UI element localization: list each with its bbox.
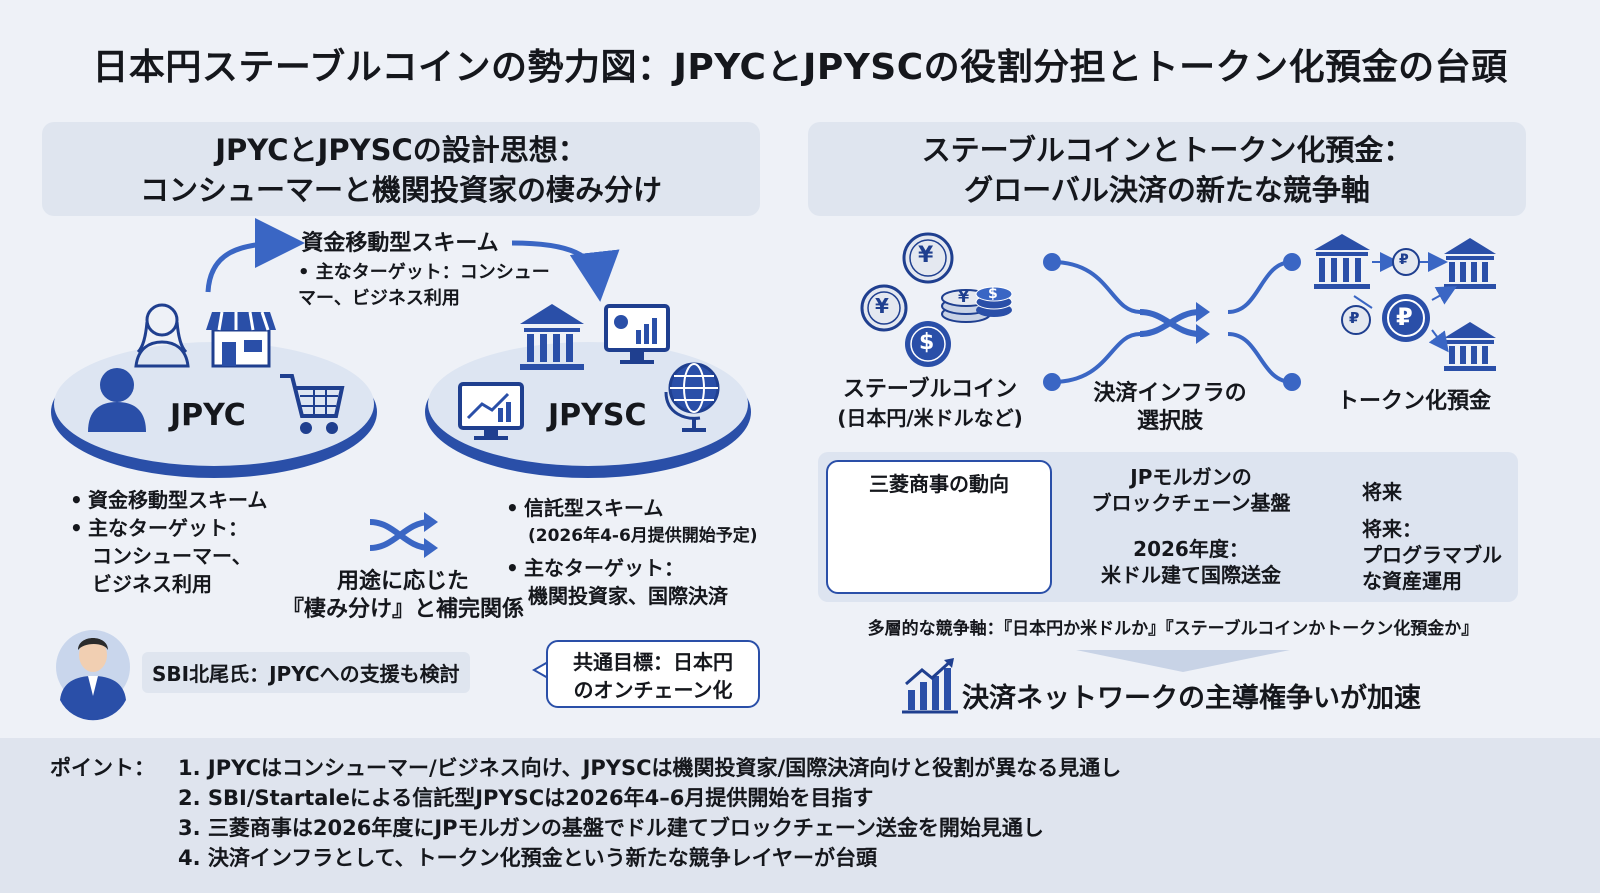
trading-monitor-icon: [458, 382, 524, 440]
page-title: 日本円ステーブルコインの勢力図：JPYCとJPYSCの役割分担とトークン化預金の…: [92, 47, 1508, 88]
jpysc-bullet-scheme: •信託型スキーム: [506, 496, 664, 520]
man-icon: [88, 368, 146, 432]
top-scheme-target-line2: マー、ビジネス利用: [298, 288, 460, 309]
down-arrow-shape: [1076, 650, 1290, 672]
flow-arrow-right: [511, 240, 620, 302]
avatar: [56, 630, 130, 721]
common-goal-bubble: 共通目標：日本円 のオンチェーン化: [546, 640, 760, 708]
left-header-line2: コンシューマーと機関投資家の棲み分け: [139, 173, 662, 207]
coin-yen-2: ¥: [875, 294, 889, 318]
jpyc-bullet-target: •主なターゲット：: [70, 516, 248, 540]
growth-chart-icon: [902, 658, 958, 714]
left-diagram-graphics: [51, 218, 751, 721]
point-3: 3. 三菱商事は2026年度にJPモルガンの基盤でドル建てブロックチェーン送金を…: [178, 816, 1044, 840]
woman-icon: [134, 303, 190, 368]
jpysc-label: JPYSC: [548, 398, 647, 433]
jpysc-target-line2: 機関投資家、国際決済: [528, 584, 728, 608]
shuffle-icon-right: [1139, 302, 1210, 344]
top-scheme-title: 資金移動型スキーム: [301, 231, 499, 256]
right-header-line2: グローバル決済の新たな競争軸: [964, 173, 1370, 207]
jpyc-target-line2: コンシューマー、: [92, 544, 252, 568]
jpyc-target-line3: ビジネス利用: [92, 572, 212, 596]
coin-dollar-1: $: [988, 286, 998, 302]
jpysc-scheme-date: (2026年4-6月提供開始予定): [528, 526, 758, 546]
jpyc-bullets: •資金移動型スキーム •主なターゲット： コンシューマー、 ビジネス利用: [70, 486, 267, 598]
coin-yen-3: ¥: [958, 287, 970, 306]
jpysc-bullet-target: •主なターゲット：: [506, 556, 684, 580]
flow-arrow-left: [205, 218, 305, 293]
coin-ruble-3: ₽: [1396, 303, 1413, 331]
point-2: 2. SBI/Startaleによる信託型JPYSCは2026年4–6月提供開始…: [178, 786, 874, 810]
globe-icon: [664, 362, 720, 432]
left-panel-header: JPYCとJPYSCの設計思想： コンシューマーと機関投資家の棲み分け: [42, 122, 760, 216]
coin-ruble-1: ₽: [1399, 252, 1409, 268]
future-label-2: 将来： プログラマブル な資産運用: [1362, 517, 1502, 593]
jpm-label: JPモルガンの ブロックチェーン基盤: [1091, 465, 1291, 515]
stablecoin-coins-icon: [860, 232, 1013, 367]
mitsubishi-title: 三菱商事の動向: [869, 472, 1009, 496]
conclusion-text: 決済ネットワークの主導権争いが加速: [962, 683, 1421, 714]
coin-ruble-2: ₽: [1349, 309, 1360, 327]
multilayer-axis-text: 多層的な競争軸：『日本円か米ドルか』『ステーブルコインかトークン化預金か』: [867, 619, 1479, 639]
fy2026-label: 2026年度： 米ドル建て国際送金: [1101, 537, 1281, 587]
stablecoin-label: ステーブルコイン (日本円/米ドルなど): [837, 377, 1023, 430]
future-label-1: 将来: [1362, 480, 1402, 504]
shuffle-icon: [369, 512, 438, 558]
coin-dollar-2: $: [919, 330, 935, 355]
point-1: 1. JPYCはコンシューマー/ビジネス向け、JPYSCは機関投資家/国際決済向…: [178, 756, 1122, 780]
left-header-line1: JPYCとJPYSCの設計思想：: [215, 133, 587, 167]
bubble-pointer: [531, 661, 549, 679]
bank-network-icon: [1314, 234, 1496, 371]
jpyc-bullet-scheme: •資金移動型スキーム: [70, 488, 268, 512]
dashboard-monitor-icon: [604, 304, 670, 364]
infra-label: 決済インフラの 選択肢: [1093, 381, 1247, 434]
jpysc-bullets: •信託型スキーム (2026年4-6月提供開始予定) •主なターゲット： 機関投…: [506, 494, 758, 610]
points-label: ポイント：: [50, 756, 155, 780]
store-icon: [206, 311, 276, 368]
points-footer: [0, 738, 1600, 893]
right-header-line1: ステーブルコインとトークン化預金：: [921, 133, 1413, 167]
token-deposit-label: トークン化預金: [1336, 389, 1491, 414]
mitsubishi-box: [826, 460, 1052, 594]
jpyc-label: JPYC: [170, 398, 246, 433]
infra-routes: [1043, 253, 1301, 391]
jpysc-platform: [425, 342, 751, 478]
cart-icon: [280, 374, 345, 434]
top-scheme-target-line1: • 主なターゲット：コンシュー: [298, 262, 550, 283]
coin-yen-1: ¥: [918, 243, 934, 268]
sbi-statement: SBI北尾氏：JPYCへの支援も検討: [142, 652, 470, 693]
complement-label: 用途に応じた 『棲み分け』と補完関係: [281, 569, 524, 622]
point-4: 4. 決済インフラとして、トークン化預金という新たな競争レイヤーが台頭: [178, 846, 877, 870]
right-panel-header: ステーブルコインとトークン化預金： グローバル決済の新たな競争軸: [808, 122, 1526, 216]
bank-icon: [520, 304, 584, 370]
